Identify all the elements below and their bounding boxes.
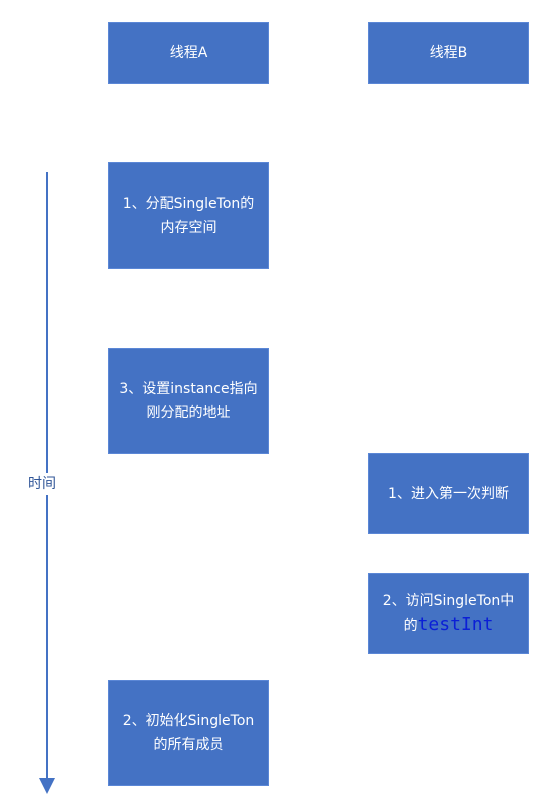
thread-a-step3-label: 3、设置instance指向刚分配的地址 [119,381,258,421]
timeline-label: 时间 [28,473,56,495]
thread-b-header: 线程B [368,22,529,84]
thread-b-step2-code: testInt [417,614,494,635]
thread-b-step1-box: 1、进入第一次判断 [368,453,529,534]
thread-a-step1-box: 1、分配SingleTon的内存空间 [108,162,269,269]
thread-a-step2-label: 2、初始化SingleTon的所有成员 [122,713,255,753]
thread-a-step3-box: 3、设置instance指向刚分配的地址 [108,348,269,454]
thread-b-header-label: 线程B [429,45,468,61]
timeline-arrowhead [39,778,55,794]
thread-b-step2-box: 2、访问SingleTon中的testInt [368,573,529,654]
thread-a-step2-box: 2、初始化SingleTon的所有成员 [108,680,269,786]
thread-b-step1-label: 1、进入第一次判断 [388,485,509,502]
thread-a-header: 线程A [108,22,269,84]
thread-a-step1-label: 1、分配SingleTon的内存空间 [122,195,255,236]
thread-b-step2-content: 2、访问SingleTon中的testInt [377,589,520,638]
thread-a-header-label: 线程A [169,45,208,61]
thread-b-step2-label: 2、访问SingleTon中的 [382,593,515,634]
